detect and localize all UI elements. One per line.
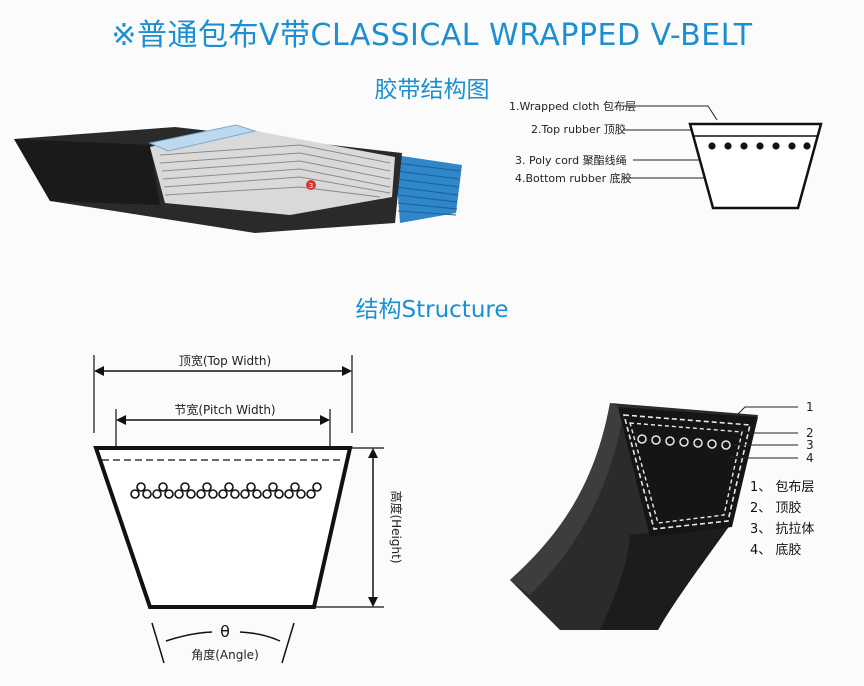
angle-symbol: θ (220, 622, 230, 641)
belt-3d-numbered-diagram: 1 2 3 4 1、 包布层 2、 顶胶 3、 抗拉体 4、 底胶 (510, 400, 814, 630)
red-marker (306, 180, 316, 190)
cord-rings (130, 482, 322, 499)
number-1: 1 (806, 400, 814, 414)
legend-wrapped-cloth: 1、 包布层 (750, 480, 814, 495)
number-4: 4 (806, 451, 814, 465)
section-title-structure: 结构Structure (355, 297, 509, 323)
page-title: ※普通包布V带CLASSICAL WRAPPED V-BELT (111, 18, 753, 53)
belt-cross-section (688, 122, 823, 210)
section-title-belt-structure: 胶带结构图 (374, 77, 490, 103)
belt-cutaway-illustration: 3 (14, 124, 462, 233)
cord-circles (637, 434, 731, 450)
top-width-label: 顶宽(Top Width) (179, 353, 271, 368)
legend-tensile-member: 3、 抗拉体 (750, 522, 814, 537)
legend-bottom-rubber: 4、 底胶 (750, 542, 801, 558)
callout-top-rubber: 2.Top rubber 顶胶 (531, 122, 626, 136)
height-label: 高度(Height) (389, 490, 404, 563)
blue-cords (395, 155, 462, 223)
cord-dots (708, 142, 811, 150)
dimension-diagram: 顶宽(Top Width) 节宽(Pitch Width) 高度(Height)… (93, 353, 404, 664)
legend-top-rubber: 2、 顶胶 (750, 500, 801, 516)
callout-wrapped-cloth: 1.Wrapped cloth 包布层 (509, 100, 636, 113)
callout-poly-cord: 3. Poly cord 聚酯线绳 (515, 153, 627, 167)
belt-profile (93, 446, 353, 609)
cross-section-callout-diagram: 1.Wrapped cloth 包布层 2.Top rubber 顶胶 3. P… (509, 100, 823, 210)
angle-label: 角度(Angle) (191, 647, 259, 662)
wrapped-cloth-strip (148, 124, 257, 152)
number-3: 3 (806, 438, 814, 452)
callout-bottom-rubber: 4.Bottom rubber 底胶 (515, 171, 632, 185)
number-2: 2 (806, 426, 814, 440)
pitch-width-label: 节宽(Pitch Width) (174, 402, 275, 417)
red-marker-number: 3 (309, 182, 313, 190)
